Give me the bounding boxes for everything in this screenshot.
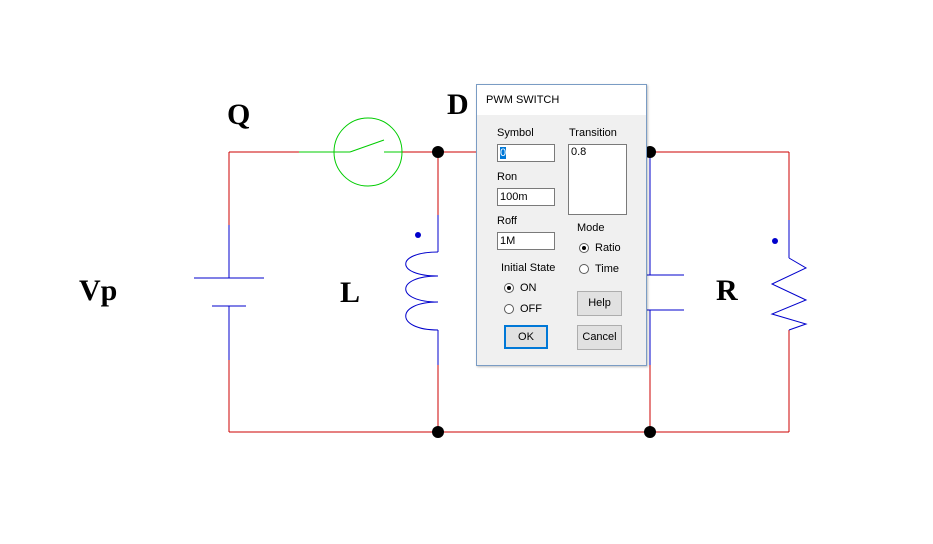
cancel-button[interactable]: Cancel (577, 325, 622, 350)
ron-label: Ron (497, 171, 518, 183)
roff-label: Roff (497, 215, 517, 227)
symbol-value: 0 (500, 147, 507, 159)
mode-time-radio[interactable] (579, 264, 589, 274)
initial-state-label: Initial State (501, 262, 556, 274)
initial-state-on-radio[interactable] (504, 283, 514, 293)
transition-label: Transition (569, 127, 617, 139)
mode-ratio-label[interactable]: Ratio (595, 242, 621, 254)
roff-input[interactable]: 1M (497, 232, 555, 250)
junction-nodes (432, 146, 656, 438)
symbol-input[interactable]: 0 (497, 144, 555, 162)
label-l: L (340, 276, 361, 309)
initial-state-off-radio[interactable] (504, 304, 514, 314)
ok-button[interactable]: OK (504, 325, 548, 349)
mode-time-label[interactable]: Time (595, 263, 620, 275)
initial-state-off-label[interactable]: OFF (520, 303, 542, 315)
mode-label: Mode (577, 222, 605, 234)
resistor-symbol[interactable] (770, 220, 808, 331)
resistor-polarity-dot (772, 238, 778, 244)
label-r: R (716, 274, 738, 307)
radio-selected-dot (507, 286, 511, 290)
pwm-switch-dialog: PWM SWITCH Symbol 0 Ron 100m Roff 1M Tra… (476, 84, 647, 366)
transition-input[interactable]: 0.8 (568, 144, 627, 215)
label-d: D (447, 88, 469, 121)
radio-selected-dot (582, 246, 586, 250)
voltage-source-symbol (194, 225, 264, 360)
symbol-label: Symbol (497, 127, 534, 139)
label-q: Q (227, 98, 251, 131)
initial-state-on-label[interactable]: ON (520, 282, 537, 294)
dialog-titlebar[interactable]: PWM SWITCH (477, 85, 646, 115)
ron-input[interactable]: 100m (497, 188, 555, 206)
node-bottom-capacitor (644, 426, 656, 438)
inductor-symbol[interactable] (405, 215, 439, 365)
node-top-inductor (432, 146, 444, 158)
help-button[interactable]: Help (577, 291, 622, 316)
inductor-polarity-dot (415, 232, 421, 238)
mode-ratio-radio[interactable] (579, 243, 589, 253)
switch-symbol[interactable] (299, 117, 403, 187)
capacitor-symbol[interactable] (645, 152, 684, 365)
node-bottom-inductor (432, 426, 444, 438)
dialog-title: PWM SWITCH (486, 94, 560, 106)
node-top-capacitor (644, 146, 656, 158)
label-vp: Vp (79, 274, 118, 307)
